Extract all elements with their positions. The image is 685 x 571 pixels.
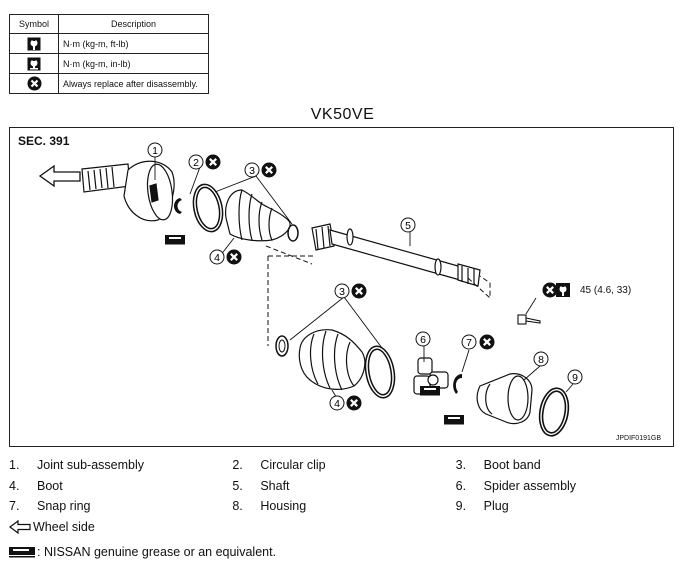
symbol-description: Always replace after disassembly. (58, 73, 209, 94)
svg-text:8: 8 (538, 354, 544, 366)
list-item: 2.Circular clip (232, 458, 326, 473)
svg-text:9: 9 (572, 372, 578, 384)
callout-2: 2 (188, 154, 204, 170)
wheel-side-arrow-icon (38, 164, 81, 188)
wheel-side-note: Wheel side (9, 520, 95, 534)
list-item: 3.Boot band (455, 458, 541, 473)
symbol-legend-table: Symbol Description N·m (kg-m, ft-lb) N·m… (9, 14, 209, 94)
list-item: 8.Housing (232, 499, 307, 514)
circular-clip (174, 198, 182, 214)
list-item: 7.Snap ring (9, 499, 91, 514)
svg-text:3: 3 (249, 165, 255, 177)
list-item: 5.Shaft (232, 478, 290, 493)
description-header: Description (58, 14, 209, 34)
symbol-description: N·m (kg-m, in-lb) (58, 53, 209, 74)
svg-text:3: 3 (339, 286, 345, 298)
boot-band (287, 224, 299, 242)
housing (476, 373, 533, 425)
wheel-side-arrow-icon (9, 520, 31, 534)
shaft (311, 223, 481, 287)
list-item: 1.Joint sub-assembly (9, 458, 144, 473)
plug (538, 387, 570, 437)
torque-wrench-icon (27, 37, 41, 50)
section-label: SEC. 391 (18, 134, 70, 148)
wheel-side-label: Wheel side (33, 520, 95, 534)
svg-text:7: 7 (466, 337, 472, 349)
svg-text:5: 5 (405, 220, 411, 232)
figure-code: JPDIF0191GB (615, 435, 661, 442)
boot-band (192, 183, 224, 233)
symbol-header: Symbol (9, 14, 59, 34)
svg-text:6: 6 (420, 334, 426, 346)
callout-7: 7 (461, 334, 477, 350)
boot-band (364, 345, 396, 399)
symbol-description: N·m (kg-m, ft-lb) (58, 33, 209, 54)
parts-list: 1.Joint sub-assembly 2.Circular clip 3.B… (9, 455, 679, 517)
variant-title: VK50VE (310, 106, 375, 123)
callout-3: 3 (244, 162, 260, 178)
grease-note: : NISSAN genuine grease or an equivalent… (9, 545, 276, 559)
grease-icon (420, 386, 440, 396)
callout-9: 9 (567, 369, 583, 385)
joint-sub-assembly (81, 160, 175, 222)
always-replace-icon (27, 76, 41, 91)
boot (225, 189, 291, 242)
callout-3: 3 (334, 283, 350, 299)
boot (298, 329, 366, 391)
torque-value: 45 (4.6, 33) (580, 285, 632, 296)
svg-text:4: 4 (334, 398, 340, 410)
bolt (517, 314, 541, 325)
grease-label: : NISSAN genuine grease or an equivalent… (37, 545, 277, 559)
callout-4: 4 (209, 249, 225, 265)
grease-icon (444, 415, 464, 425)
drive-shaft-drawing: 1 2 3 4 5 3 4 6 7 8 9 (38, 142, 583, 437)
svg-text:1: 1 (152, 145, 158, 157)
callout-6: 6 (415, 331, 431, 347)
callout-5: 5 (400, 217, 416, 233)
callout-4: 4 (329, 395, 345, 411)
snap-ring (453, 374, 462, 394)
svg-text:4: 4 (214, 252, 220, 264)
list-item: 9.Plug (455, 499, 509, 514)
torque-wrench-icon (556, 283, 570, 297)
svg-text:2: 2 (193, 157, 199, 169)
exploded-view-diagram: 1 2 3 4 5 3 4 6 7 8 9 SEC. 391 (9, 127, 674, 447)
list-item: 4.Boot (9, 478, 63, 493)
list-item: 6.Spider assembly (455, 478, 577, 493)
callout-8: 8 (533, 351, 549, 367)
callout-1: 1 (147, 142, 163, 158)
torque-wrench-inlb-icon (27, 57, 41, 70)
grease-icon (9, 547, 35, 558)
spider-assembly (413, 357, 449, 395)
boot-band (275, 335, 289, 357)
grease-icon (165, 235, 185, 245)
